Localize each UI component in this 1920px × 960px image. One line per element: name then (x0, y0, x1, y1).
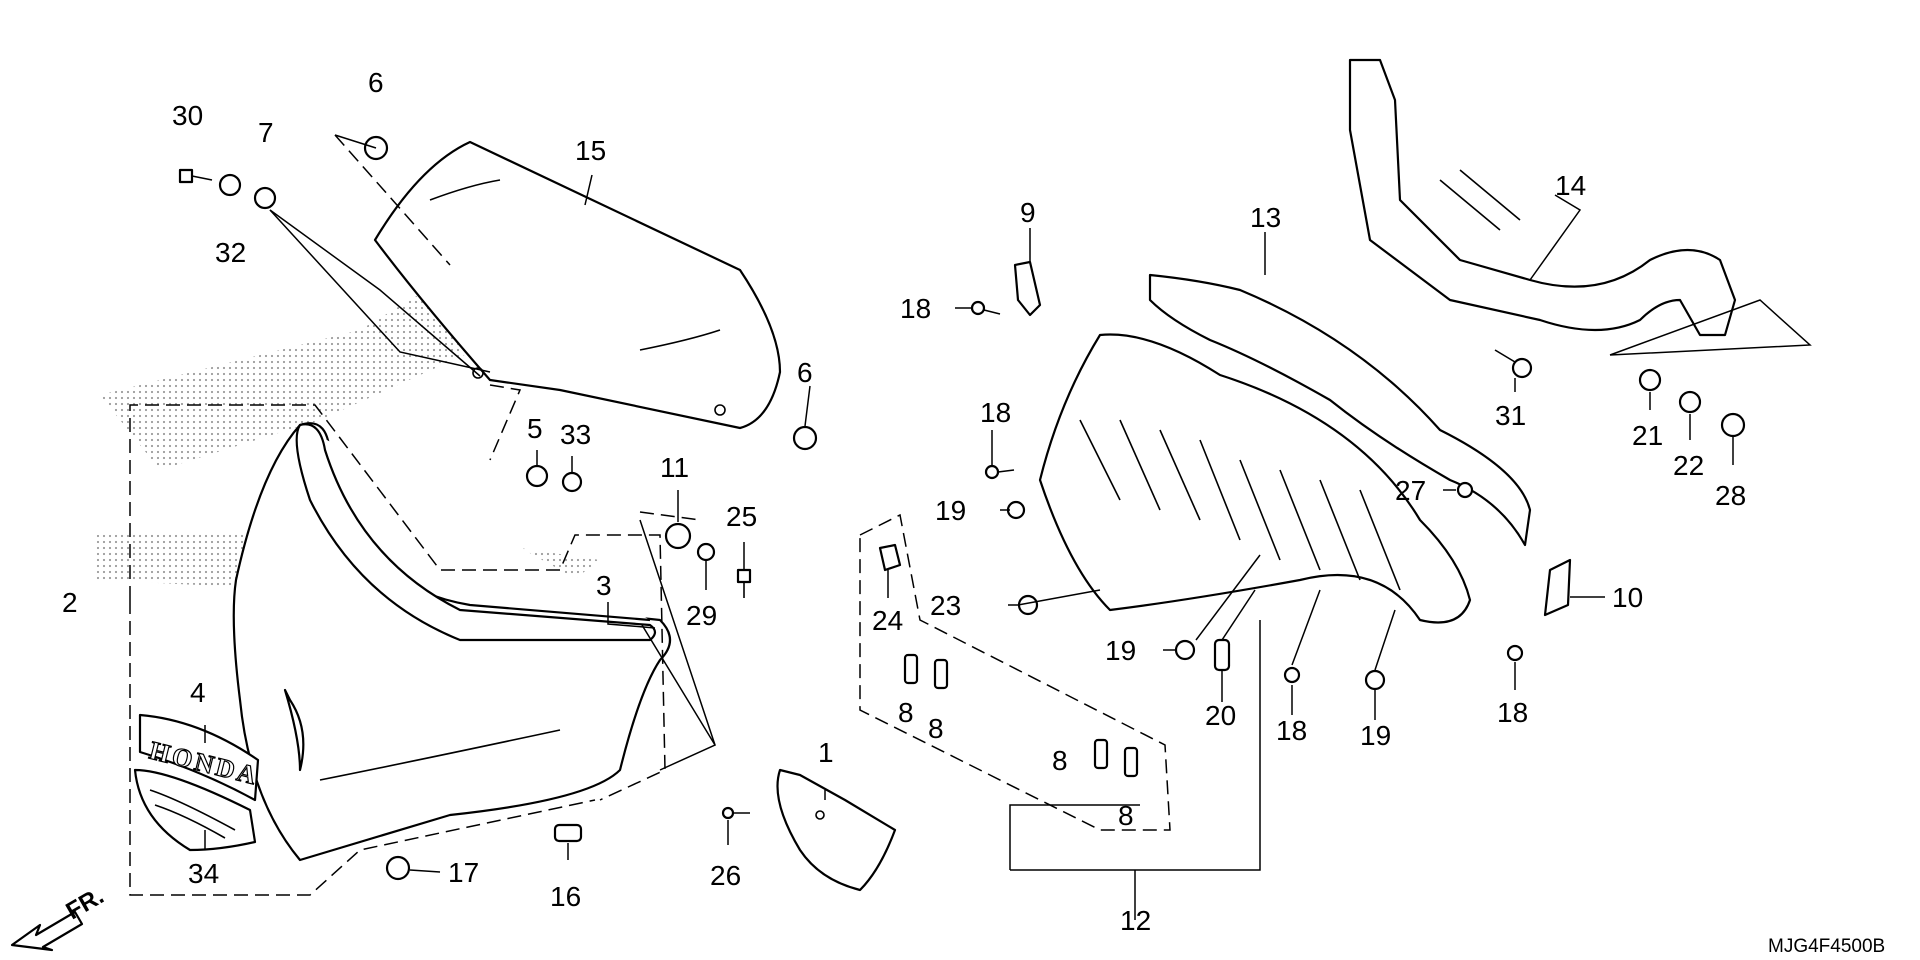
callout-24: 24 (872, 605, 903, 636)
callout-28: 28 (1715, 480, 1746, 511)
grommet-11 (664, 522, 692, 550)
callout-18: 18 (1497, 697, 1528, 728)
callout-18: 18 (980, 397, 1011, 428)
callout-4: 4 (190, 677, 206, 708)
bolt-31 (1494, 349, 1533, 379)
screw-18a (970, 300, 1001, 316)
bolt-25 (736, 568, 752, 598)
front-direction-arrow: FR. (10, 882, 108, 952)
small-bracket (776, 768, 897, 892)
upper-inner-panel (1148, 273, 1532, 547)
bolt-19c (1364, 669, 1386, 691)
washer-29 (696, 542, 716, 562)
callout-12: 12 (1120, 905, 1151, 936)
callout-22: 22 (1673, 450, 1704, 481)
washer-21 (1638, 368, 1662, 392)
callout-9: 9 (1020, 197, 1036, 228)
callout-1: 1 (818, 737, 834, 768)
callout-13: 13 (1250, 202, 1281, 233)
callout-32: 32 (215, 237, 246, 268)
callout-17: 17 (448, 857, 479, 888)
callout-18: 18 (900, 293, 931, 324)
callout-31: 31 (1495, 400, 1526, 431)
clip-8b (933, 658, 949, 690)
callout-21: 21 (1632, 420, 1663, 451)
screw-18b (984, 464, 1015, 480)
callout-25: 25 (726, 501, 757, 532)
washer-5 (525, 464, 549, 488)
callout-8: 8 (898, 697, 914, 728)
callout-8: 8 (1052, 745, 1068, 776)
callout-2: 2 (62, 587, 78, 618)
clip-8c (1093, 738, 1109, 770)
callout-6: 6 (797, 357, 813, 388)
hardware (178, 135, 1746, 881)
frame-stay (1348, 58, 1737, 337)
callout-23: 23 (930, 590, 961, 621)
callout-26: 26 (710, 860, 741, 891)
callout-8: 8 (1118, 800, 1134, 831)
callout-3: 3 (596, 570, 612, 601)
callout-8: 8 (928, 713, 944, 744)
grommet-17 (385, 855, 411, 881)
screw-27 (1456, 481, 1474, 499)
cowl-trim-strip (295, 423, 657, 642)
washer-7 (253, 186, 277, 210)
grommet-16 (553, 823, 583, 843)
bolt-20 (1213, 638, 1231, 672)
bolt-19a (1006, 500, 1026, 520)
washer-33 (561, 471, 583, 493)
callout-16: 16 (550, 881, 581, 912)
callout-19: 19 (935, 495, 966, 526)
callout-5: 5 (527, 413, 543, 444)
callout-19: 19 (1105, 635, 1136, 666)
callout-labels: 30 32 7 6 15 6 5 33 11 25 29 2 3 4 34 17… (62, 67, 1746, 936)
callout-34: 34 (188, 858, 219, 889)
wing-badge (133, 768, 257, 852)
callout-11: 11 (660, 452, 689, 483)
inner-panel (1038, 333, 1472, 624)
nut-22 (1678, 390, 1702, 414)
washer-32 (218, 173, 242, 197)
callout-14: 14 (1555, 170, 1586, 201)
diagram-code: MJG4F4500B (1768, 936, 1885, 957)
bolt-19b (1174, 639, 1196, 661)
grommet-6b (792, 425, 818, 451)
callout-18: 18 (1276, 715, 1307, 746)
windscreen (373, 140, 782, 430)
screw-18d (1506, 644, 1524, 662)
screw-26 (721, 806, 750, 820)
callout-27: 27 (1395, 475, 1426, 506)
clip-24 (878, 543, 902, 572)
clip-10 (1543, 558, 1572, 617)
callout-19: 19 (1360, 720, 1391, 751)
callout-15: 15 (575, 135, 606, 166)
assembly-outlines (129, 134, 1171, 896)
nut-28 (1720, 412, 1746, 438)
callout-20: 20 (1205, 700, 1236, 731)
callout-6: 6 (368, 67, 384, 98)
callout-7: 7 (258, 117, 274, 148)
callout-30: 30 (172, 100, 203, 131)
callout-10: 10 (1612, 582, 1643, 613)
clip-8a (903, 653, 919, 685)
front-cowl (232, 422, 672, 862)
bolt-30 (178, 168, 213, 184)
clip-8d (1123, 746, 1139, 778)
clip-9 (1013, 260, 1042, 317)
leader-lines (204, 134, 1812, 920)
screw-18c (1283, 666, 1301, 684)
callout-29: 29 (686, 600, 717, 631)
callout-33: 33 (560, 419, 591, 450)
